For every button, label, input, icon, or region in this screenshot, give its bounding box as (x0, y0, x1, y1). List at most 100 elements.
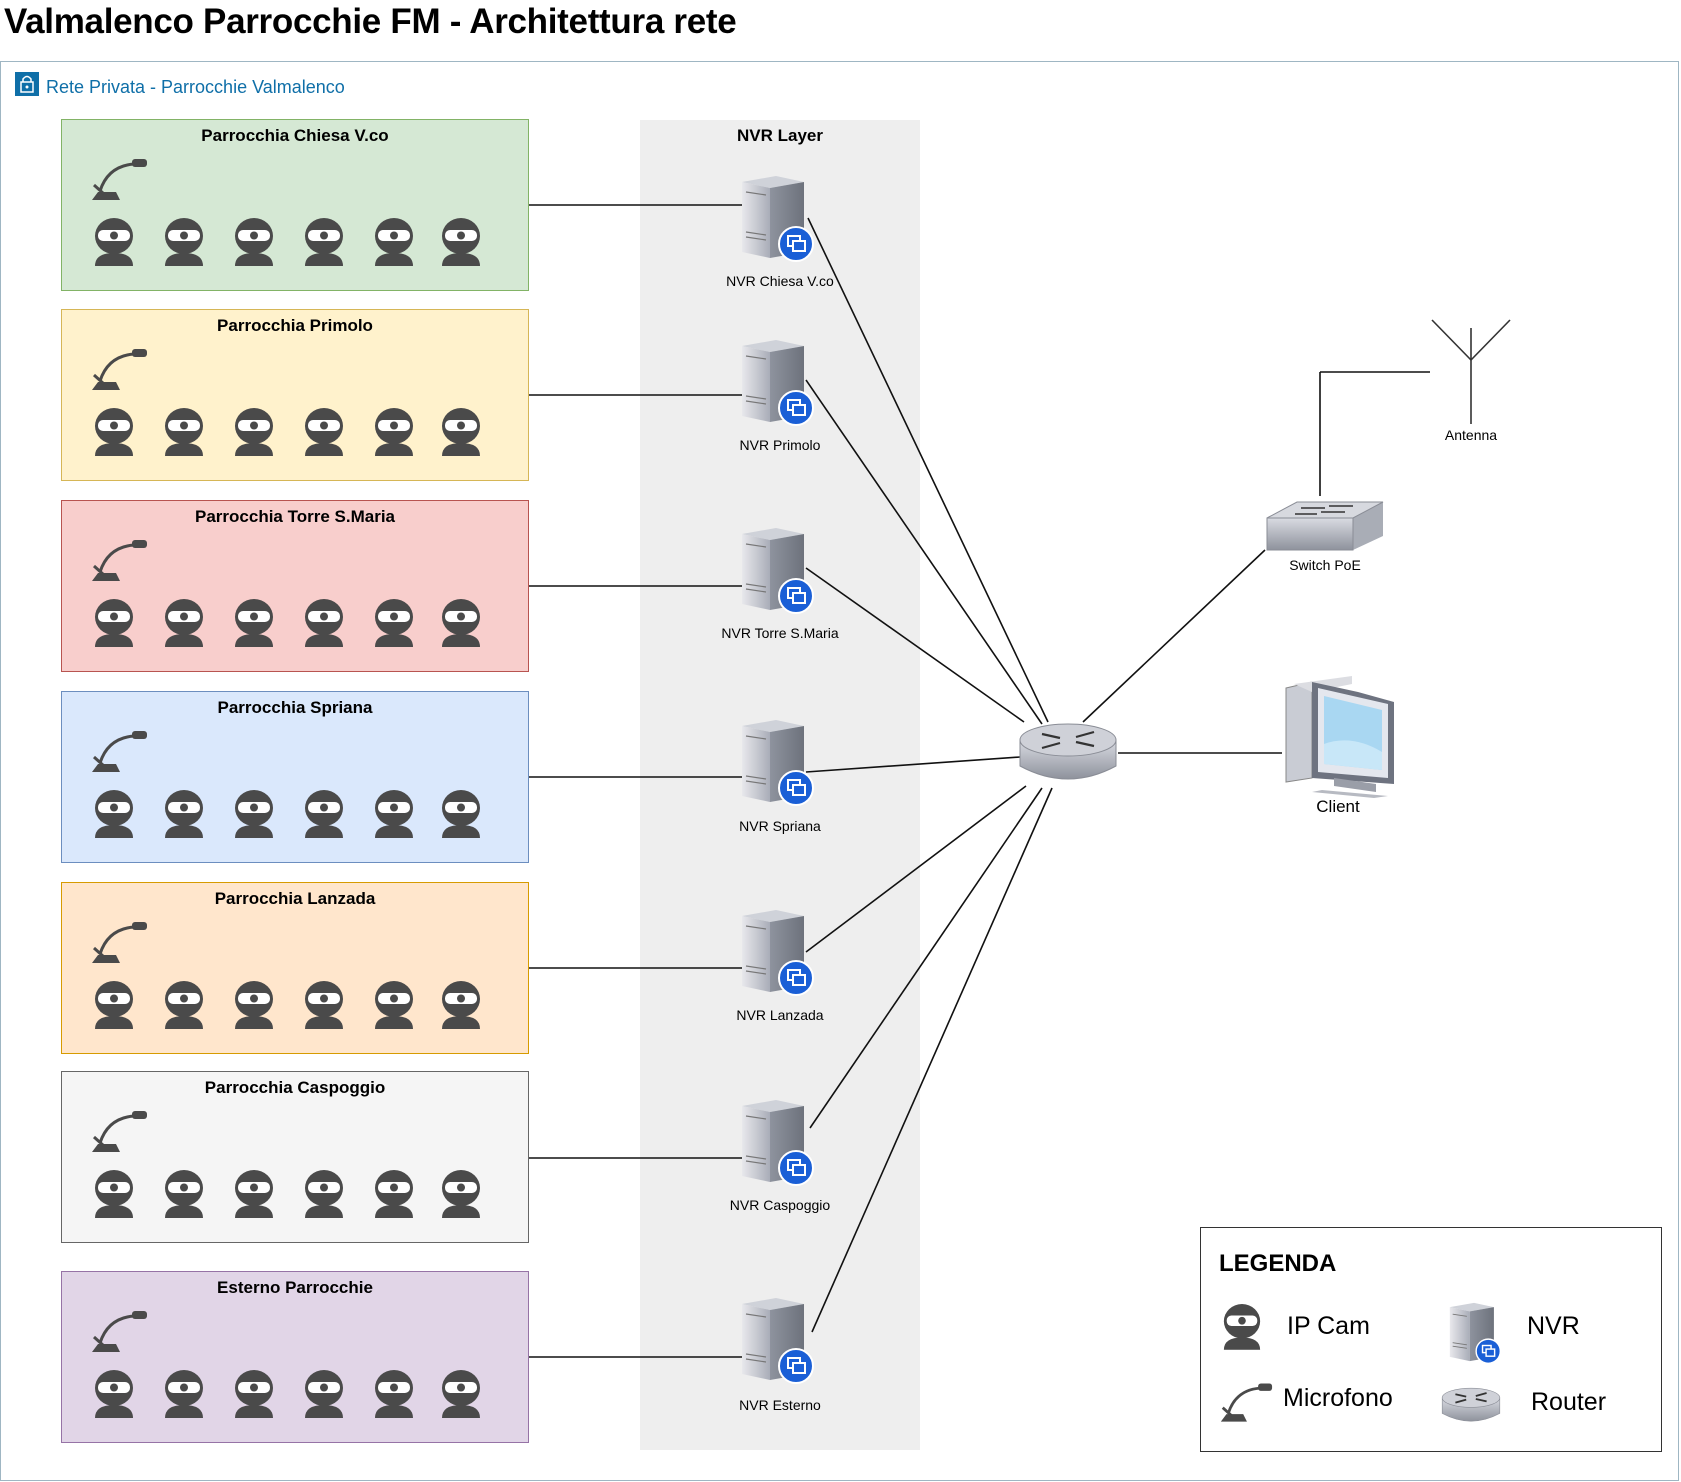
ipcam-icon (1221, 1302, 1263, 1350)
ipcam-icon (162, 406, 206, 456)
ipcam-icon (372, 406, 416, 456)
microphone-icon (90, 730, 148, 774)
ipcam-icon (92, 216, 136, 266)
nvr-icon (736, 1294, 816, 1384)
parish-box: Parrocchia Torre S.Maria (61, 500, 529, 672)
parish-title: Parrocchia Chiesa V.co (201, 126, 389, 145)
private-network-label: Rete Privata - Parrocchie Valmalenco (46, 77, 345, 97)
nvr-icon (1445, 1300, 1503, 1364)
ipcam-icon (232, 979, 276, 1029)
parish-title: Parrocchia Caspoggio (204, 1078, 386, 1097)
legend-mic-label: Microfono (1283, 1384, 1393, 1412)
lock-icon (15, 72, 39, 96)
nvr-label: NVR Esterno (739, 1397, 821, 1413)
nvr-label: NVR Lanzada (736, 1007, 824, 1023)
page-title: Valmalenco Parrocchie FM - Architettura … (4, 2, 737, 41)
parish-title: Parrocchia Lanzada (214, 889, 376, 908)
parish-title: Parrocchia Torre S.Maria (195, 507, 395, 526)
ipcam-icon (232, 597, 276, 647)
ipcam-icon (162, 597, 206, 647)
antenna-label: Antenna (1444, 427, 1498, 443)
microphone-icon (90, 539, 148, 583)
nvr-layer-title: NVR Layer (737, 126, 823, 145)
parish-title: Esterno Parrocchie (217, 1278, 373, 1297)
ipcam-icon (372, 216, 416, 266)
ipcam-icon (439, 979, 483, 1029)
ipcam-icon (439, 597, 483, 647)
nvr-icon (736, 524, 816, 614)
ipcam-icon (232, 1368, 276, 1418)
parish-box: Parrocchia Primolo (61, 309, 529, 481)
nvr-label: NVR Caspoggio (729, 1197, 831, 1213)
nvr-icon (736, 906, 816, 996)
nvr-label: NVR Primolo (739, 437, 821, 453)
antenna-icon (1431, 319, 1511, 424)
switch-icon (1266, 501, 1384, 551)
ipcam-icon (162, 1168, 206, 1218)
ipcam-icon (92, 788, 136, 838)
ipcam-icon (439, 1368, 483, 1418)
ipcam-icon (372, 979, 416, 1029)
legend-title: LEGENDA (1219, 1250, 1337, 1277)
ipcam-icon (302, 1168, 346, 1218)
ipcam-icon (162, 216, 206, 266)
nvr-label: NVR Chiesa V.co (726, 273, 834, 289)
switch-label: Switch PoE (1289, 557, 1361, 573)
nvr-icon (736, 172, 816, 262)
legend-nvr-label: NVR (1527, 1312, 1580, 1340)
ipcam-icon (92, 979, 136, 1029)
ipcam-icon (162, 1368, 206, 1418)
ipcam-icon (232, 1168, 276, 1218)
router-legend-icon (1441, 1387, 1501, 1422)
parish-box: Esterno Parrocchie (61, 1271, 529, 1443)
ipcam-icon (162, 979, 206, 1029)
parish-box: Parrocchia Chiesa V.co (61, 119, 529, 291)
private-network-frame (0, 61, 1679, 1481)
microphone-icon (90, 158, 148, 202)
ipcam-icon (232, 216, 276, 266)
ipcam-icon (92, 597, 136, 647)
legend-router-label: Router (1531, 1388, 1607, 1416)
ipcam-icon (232, 406, 276, 456)
ipcam-icon (92, 1368, 136, 1418)
nvr-icon (736, 716, 816, 806)
ipcam-icon (302, 1368, 346, 1418)
ipcam-icon (302, 216, 346, 266)
nvr-icon (736, 1096, 816, 1186)
ipcam-icon (302, 406, 346, 456)
parish-box: Parrocchia Caspoggio (61, 1071, 529, 1243)
ipcam-icon (302, 788, 346, 838)
ipcam-icon (232, 788, 276, 838)
router-icon (1019, 723, 1117, 780)
ipcam-icon (92, 406, 136, 456)
parish-box: Parrocchia Spriana (61, 691, 529, 863)
ipcam-icon (372, 788, 416, 838)
ipcam-icon (372, 1368, 416, 1418)
microphone-icon (90, 1110, 148, 1154)
ipcam-icon (439, 788, 483, 838)
legend-ipcam-label: IP Cam (1287, 1312, 1370, 1340)
nvr-icon (736, 336, 816, 426)
client-computer-icon (1285, 676, 1394, 798)
nvr-label: NVR Spriana (739, 818, 821, 834)
ipcam-icon (372, 597, 416, 647)
microphone-icon (1219, 1382, 1273, 1424)
ipcam-icon (302, 597, 346, 647)
microphone-icon (90, 921, 148, 965)
ipcam-icon (439, 216, 483, 266)
microphone-icon (90, 348, 148, 392)
ipcam-icon (372, 1168, 416, 1218)
legend: LEGENDA IP Cam NVR Microfono Router (1200, 1227, 1662, 1452)
ipcam-icon (92, 1168, 136, 1218)
parish-title: Parrocchia Primolo (217, 316, 373, 335)
parish-title: Parrocchia Spriana (217, 698, 373, 717)
ipcam-icon (302, 979, 346, 1029)
ipcam-icon (439, 406, 483, 456)
client-label: Client (1316, 797, 1360, 816)
parish-box: Parrocchia Lanzada (61, 882, 529, 1054)
ipcam-icon (439, 1168, 483, 1218)
nvr-label: NVR Torre S.Maria (721, 625, 839, 641)
ipcam-icon (162, 788, 206, 838)
microphone-icon (90, 1310, 148, 1354)
